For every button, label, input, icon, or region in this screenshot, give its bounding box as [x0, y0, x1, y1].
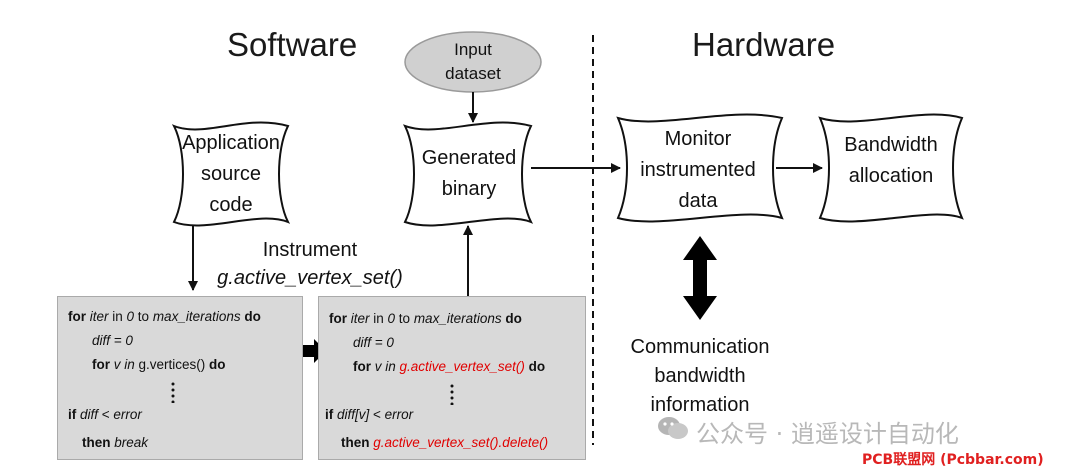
code-line-2: diff = 0 [92, 333, 133, 348]
wechat-icon [658, 417, 688, 439]
monitor-label: Monitor instrumented data [640, 127, 756, 212]
code-line-1: for iter in 0 to max_iterations do [68, 309, 261, 324]
code-line-1: for iter in 0 to max_iterations do [329, 311, 522, 326]
communication-label: Communication bandwidth information [630, 336, 770, 416]
hardware-title: Hardware [692, 26, 836, 63]
instrument-function: g.active_vertex_set() [217, 267, 403, 289]
bandwidth-allocation-label: Bandwidth allocation [844, 134, 938, 187]
code-line-3: for v in g.active_vertex_set() do [353, 359, 546, 374]
site-watermark: PCB联盟网 (Pcbbar.com) [862, 452, 1044, 468]
bidirectional-arrow [683, 236, 717, 320]
transform-arrow [303, 339, 326, 363]
code-line-4: if diff[v] < error [325, 407, 414, 422]
input-dataset-label: Input dataset [445, 40, 501, 83]
app-source-shape [171, 121, 291, 227]
generated-binary-label: Generated binary [421, 147, 517, 200]
bandwidth-allocation-shape [818, 113, 964, 223]
software-title: Software [227, 26, 358, 63]
code-line-3: for v in g.vertices() do [92, 357, 226, 372]
instrument-text: Instrument [262, 239, 358, 261]
ellipsis-vertical [450, 384, 454, 405]
ellipsis-vertical [171, 382, 175, 403]
generated-binary-shape [402, 121, 534, 227]
code-line-2: diff = 0 [353, 335, 394, 350]
monitor-shape [616, 113, 784, 223]
watermark-text: 公众号 · 逍遥设计自动化 [696, 420, 959, 448]
code-line-4: if diff < error [68, 407, 142, 422]
instrument-label: Instrument g.active_vertex_set() [200, 236, 420, 292]
original-code-box: for iter in 0 to max_iterations do diff … [57, 296, 303, 460]
highlighted-call: g.active_vertex_set().delete() [369, 435, 549, 450]
code-line-5: then break [82, 435, 149, 450]
app-source-label: Application source code [182, 131, 280, 216]
highlighted-call: g.active_vertex_set() [399, 359, 525, 374]
instrumented-code-box: for iter in 0 to max_iterations do diff … [318, 296, 586, 460]
code-line-5: then g.active_vertex_set().delete() [341, 435, 549, 450]
